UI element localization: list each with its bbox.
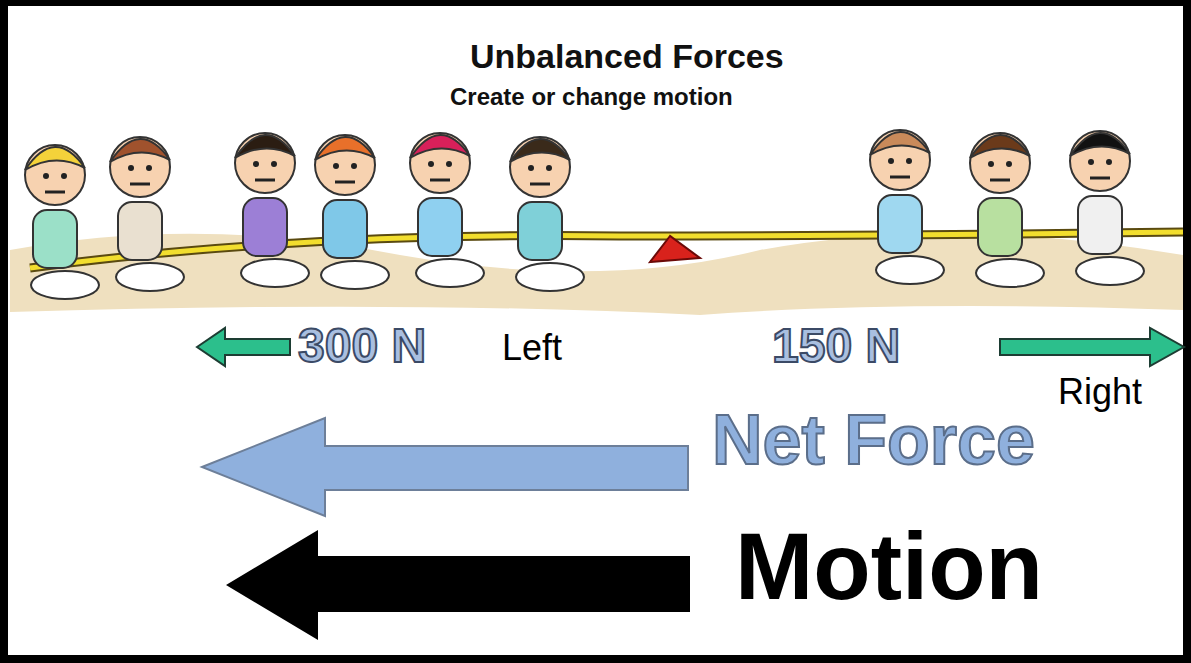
kid-body: [418, 198, 462, 256]
shoes: [321, 261, 389, 289]
kids: [25, 130, 1144, 299]
kid-eye: [43, 173, 49, 179]
kid-body: [323, 200, 367, 258]
net-force-label: Net Force: [712, 402, 1035, 479]
motion-label: Motion: [735, 515, 1043, 618]
shoes: [876, 256, 944, 284]
kid-mouth: [130, 183, 150, 186]
left-force-arrow: [197, 328, 290, 366]
kid-eye: [546, 165, 552, 171]
kid-eye: [271, 161, 277, 167]
kid-eye: [1088, 159, 1094, 165]
shoes: [31, 271, 99, 299]
kid-eye: [146, 165, 152, 171]
kid-head: [25, 145, 85, 205]
kid-hair: [410, 135, 470, 158]
kid-eye: [253, 161, 259, 167]
kid-hair: [1070, 133, 1130, 156]
kid-eye: [528, 165, 534, 171]
kid-body: [33, 210, 77, 268]
force-value: 150 N: [772, 320, 900, 373]
kid-body: [978, 198, 1022, 256]
kid-eye: [351, 163, 357, 169]
kid-mouth: [255, 179, 275, 182]
kid-mouth: [990, 179, 1010, 182]
kid-head: [1070, 131, 1130, 191]
kid-head: [235, 133, 295, 193]
net-force-arrow: [202, 418, 688, 516]
kid-eye: [333, 163, 339, 169]
kid-head: [410, 133, 470, 193]
kid-eye: [906, 158, 912, 164]
kid-head: [510, 137, 570, 197]
shoes: [416, 259, 484, 287]
kid-body: [518, 202, 562, 260]
kid-hair: [510, 139, 570, 162]
shoes: [241, 259, 309, 287]
subtitle: Create or change motion: [450, 84, 733, 110]
shoes: [516, 263, 584, 291]
kid-mouth: [890, 176, 910, 179]
kid-mouth: [335, 181, 355, 184]
kid-mouth: [1090, 177, 1110, 180]
kid-eye: [988, 161, 994, 167]
motion-arrow: [226, 530, 690, 640]
kid-hair: [870, 132, 930, 155]
kid-body: [1078, 196, 1122, 254]
kid-hair: [235, 135, 295, 158]
kid-hair: [970, 135, 1030, 158]
kid-eye: [888, 158, 894, 164]
kid-eye: [61, 173, 67, 179]
red-flag: [650, 236, 700, 262]
kid-eye: [1106, 159, 1112, 165]
kid-body: [878, 195, 922, 253]
kid-eye: [446, 161, 452, 167]
kid-eye: [128, 165, 134, 171]
kid-hair: [315, 137, 375, 160]
kid-body: [243, 198, 287, 256]
title: Unbalanced Forces: [470, 38, 784, 75]
right-force-arrow: [1000, 328, 1184, 366]
shoes: [976, 259, 1044, 287]
kid-eye: [1006, 161, 1012, 167]
kid-hair: [25, 147, 85, 170]
kid-hair: [110, 139, 170, 162]
force-value: 300 N: [298, 320, 426, 373]
shoes: [116, 263, 184, 291]
kid-head: [110, 137, 170, 197]
kid-eye: [428, 161, 434, 167]
kid-head: [970, 133, 1030, 193]
kid-mouth: [530, 183, 550, 186]
kid-mouth: [430, 179, 450, 182]
direction-label: Left: [502, 328, 562, 368]
kid-body: [118, 202, 162, 260]
kid-mouth: [45, 191, 65, 194]
kid-head: [315, 135, 375, 195]
shoes: [1076, 257, 1144, 285]
direction-label: Right: [1058, 372, 1142, 412]
kid-head: [870, 130, 930, 190]
